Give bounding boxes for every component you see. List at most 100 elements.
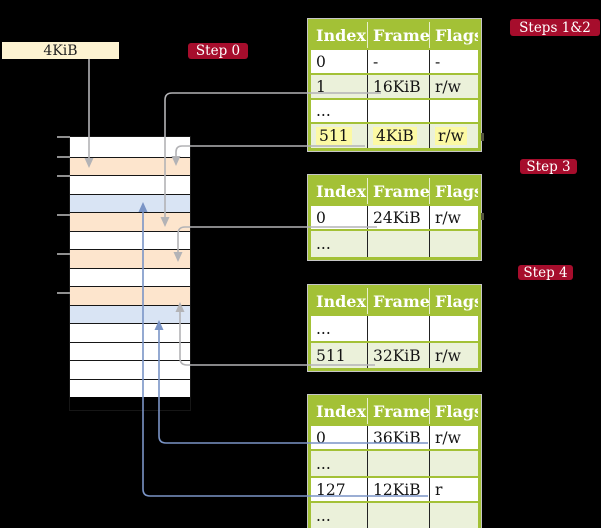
step-0-label: Step 0 (188, 43, 248, 59)
memory-frame-row-7-white (70, 267, 190, 286)
memory-frame-row-13-white (70, 378, 190, 397)
cell-index: ... (311, 451, 367, 476)
address-tick-0 (57, 136, 70, 138)
cell-index: 0 (311, 50, 367, 73)
value: 12KiB (373, 480, 421, 499)
column-header-index: Index (316, 401, 367, 421)
step-4-label: Step 4 (518, 265, 573, 281)
memory-frame-row-9-blue (70, 304, 190, 323)
leader-stub-pt1 (481, 133, 484, 141)
cell-index: 0 (311, 426, 367, 449)
page-table-step-4b-row-...: ... (311, 501, 478, 528)
column-header-frame: Frame (367, 398, 429, 424)
cell-flags: r/w (429, 124, 478, 148)
cell-frame: 36KiB (367, 426, 429, 449)
cell-index: 127 (311, 478, 367, 501)
value: r/w (435, 77, 461, 96)
value: 32KiB (373, 346, 421, 365)
steps-1-2-label: Steps 1&2 (510, 19, 600, 36)
cell-frame: 24KiB (367, 206, 429, 229)
memory-frame-row-6-orange (70, 249, 190, 268)
memory-frame-row-10-white (70, 323, 190, 342)
value: ... (316, 319, 331, 338)
cell-frame: - (367, 50, 429, 73)
value: 36KiB (373, 428, 421, 447)
cell-flags: r/w (429, 75, 478, 98)
memory-frame-row-8-orange (70, 286, 190, 305)
value: r (435, 480, 443, 499)
address-tick-4 (57, 253, 70, 255)
value: 16KiB (373, 77, 421, 96)
page-table-steps-1-2-row-511: 511 4KiB r/w (311, 122, 478, 148)
page-table-step-4b-row-0: 0 36KiB r/w (311, 424, 478, 449)
value: 0 (316, 208, 326, 227)
cell-index: ... (311, 503, 367, 528)
memory-frame-row-2-white (70, 175, 190, 194)
leader-stub-pt2 (481, 213, 484, 220)
value: 511 (316, 346, 346, 365)
highlighted-value: 511 (316, 127, 352, 145)
cell-frame: 32KiB (367, 343, 429, 368)
page-table-step-4b-row-...: ... (311, 449, 478, 476)
value: ... (316, 454, 331, 473)
cell-frame: 4KiB (367, 124, 429, 148)
cell-frame: 12KiB (367, 478, 429, 501)
cell-flags: r (429, 478, 478, 501)
page-table-step-4a-row-511: 511 32KiB r/w (311, 341, 478, 368)
cell-flags (429, 100, 478, 122)
memory-frame-row-3-blue (70, 193, 190, 212)
page-table-step-4a-row-...: ... (311, 314, 478, 341)
cell-index: ... (311, 231, 367, 257)
cell-index: ... (311, 316, 367, 341)
value: - (435, 52, 441, 71)
highlighted-value: r/w (435, 127, 467, 145)
cell-frame (367, 503, 429, 528)
page-table-step-3-row-...: ... (311, 229, 478, 257)
column-header-frame: Frame (367, 22, 429, 48)
value: r/w (435, 428, 461, 447)
highlighted-value: 4KiB (373, 127, 417, 145)
cell-frame (367, 100, 429, 122)
address-tick-3 (57, 214, 70, 216)
page-table-step-4b-row-127: 127 12KiB r (311, 476, 478, 501)
address-tick-5 (57, 292, 70, 294)
physical-memory-stack (69, 136, 191, 411)
cell-frame (367, 451, 429, 476)
cell-index: 511 (311, 124, 367, 148)
memory-frame-row-1-orange (70, 156, 190, 175)
cell-index: 511 (311, 343, 367, 368)
cell-frame (367, 316, 429, 341)
column-header-index: Index (316, 25, 367, 45)
memory-frame-row-5-white (70, 230, 190, 249)
column-header-flags: Flags (429, 398, 478, 424)
page-table-step-4b: IndexFrameFlags 0 36KiB r/w... 127 12KiB r... (308, 395, 481, 528)
address-tick-1 (57, 155, 70, 158)
cell-frame (367, 231, 429, 257)
cell-frame: 16KiB (367, 75, 429, 98)
value: ... (316, 102, 331, 120)
cell-index: 0 (311, 206, 367, 229)
value: ... (316, 507, 331, 525)
cell-flags: r/w (429, 426, 478, 449)
column-header-index: Index (316, 291, 367, 311)
column-header-index: Index (316, 181, 367, 201)
value: r/w (435, 346, 461, 365)
cell-flags: r/w (429, 206, 478, 229)
memory-frame-row-12-white (70, 360, 190, 379)
value: - (373, 52, 379, 71)
page-table-step-4a-header: IndexFrameFlags (311, 288, 478, 314)
value: ... (316, 235, 331, 253)
cell-flags (429, 451, 478, 476)
page-table-steps-1-2-header: IndexFrameFlags (311, 22, 478, 48)
value: 0 (316, 52, 326, 71)
page-table-step-3: IndexFrameFlags 0 24KiBr/w... (308, 175, 481, 260)
memory-frame-row-11-white (70, 341, 190, 360)
value: 127 (316, 480, 346, 499)
page-table-step-3-header: IndexFrameFlags (311, 178, 478, 204)
column-header-frame: Frame (367, 288, 429, 314)
step-3-label: Step 3 (520, 159, 577, 175)
page-table-steps-1-2-row-0: 0 - - (311, 48, 478, 73)
